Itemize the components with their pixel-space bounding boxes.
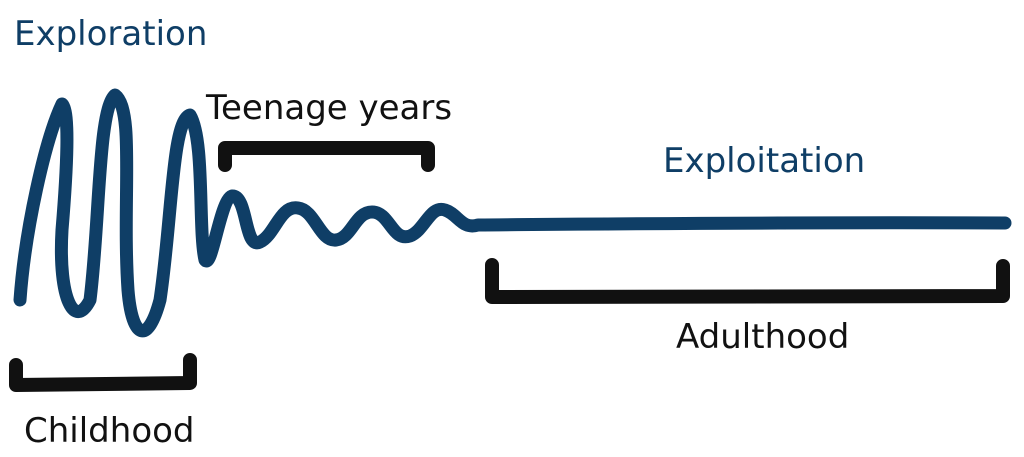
adulthood-label: Adulthood xyxy=(676,317,850,357)
teenage-years-label: Teenage years xyxy=(206,88,453,128)
exploitation-label: Exploitation xyxy=(663,141,866,181)
childhood-label: Childhood xyxy=(24,411,195,451)
exploration-curve xyxy=(13,88,1012,338)
teenage-years-bracket xyxy=(218,141,435,172)
childhood-bracket xyxy=(9,353,197,392)
adulthood-bracket xyxy=(485,258,1010,304)
exploration-label: Exploration xyxy=(14,14,208,54)
